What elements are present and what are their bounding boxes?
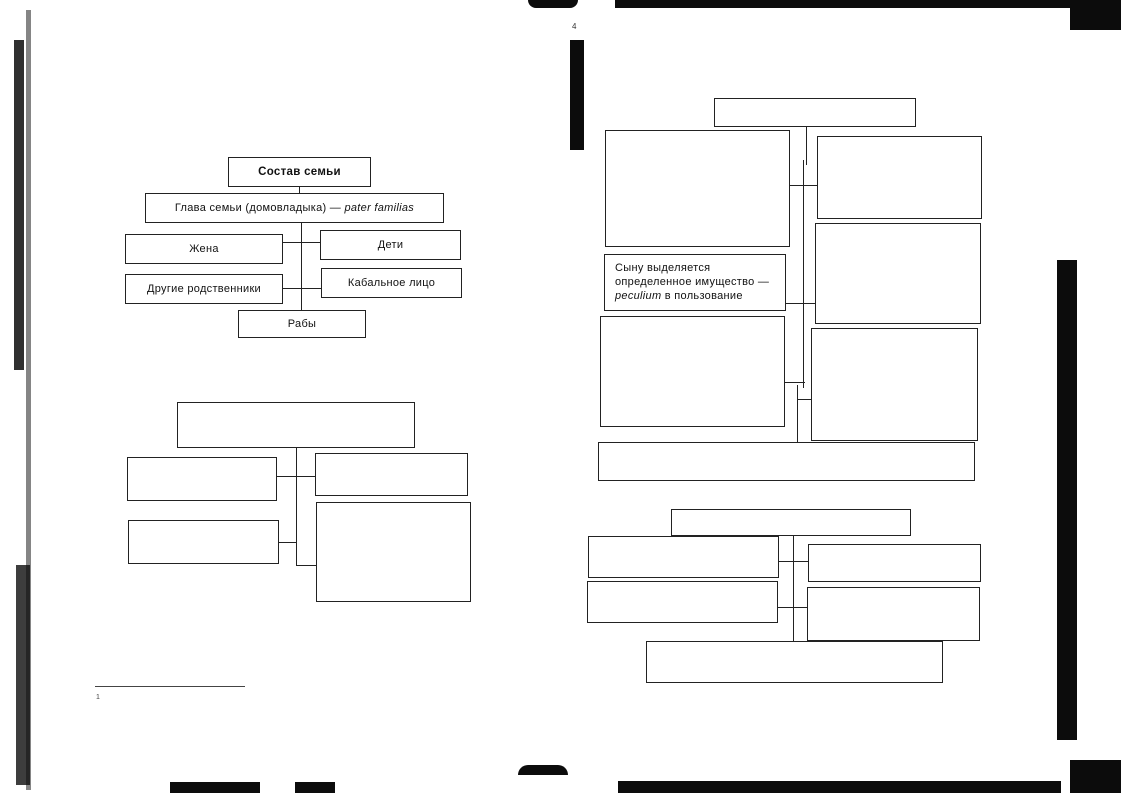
connector xyxy=(803,160,804,388)
scan-edge-left-bottom xyxy=(16,565,30,785)
head-of-family-text: Глава семьи (домовладыка) — xyxy=(174,202,345,214)
scan-edge-center-top-notch xyxy=(528,0,578,8)
bonded-person-box: Кабальное лицо xyxy=(321,268,462,298)
blank-box xyxy=(128,520,279,564)
connector xyxy=(785,382,805,383)
children-box: Дети xyxy=(320,230,461,260)
blank-box xyxy=(811,328,978,441)
connector xyxy=(282,242,320,243)
scan-edge-top-right xyxy=(615,0,1121,8)
blank-box xyxy=(817,136,982,219)
scan-edge-bottom-right xyxy=(618,781,1061,793)
peculium-line-2: определенное имущество — xyxy=(615,276,770,288)
connector xyxy=(790,185,818,186)
scan-edge-center-bottom-notch xyxy=(518,765,568,775)
head-of-family-label: Глава семьи (домовладыка) — pater famili… xyxy=(175,202,414,214)
other-relatives-box: Другие родственники xyxy=(125,274,283,304)
blank-box xyxy=(588,536,779,578)
wife-label: Жена xyxy=(189,243,219,255)
scan-edge-right-strip xyxy=(1057,260,1077,740)
blank-box xyxy=(808,544,981,582)
peculium-line-1: Сыну выделяется xyxy=(615,262,711,274)
head-of-family-box: Глава семьи (домовладыка) — pater famili… xyxy=(145,193,444,223)
slaves-label: Рабы xyxy=(287,318,317,330)
family-title-box: Состав семьи xyxy=(228,157,371,187)
peculium-box: Сыну выделяется определенное имущество —… xyxy=(604,254,786,311)
footnote-rule xyxy=(95,686,245,687)
connector xyxy=(301,222,302,312)
blank-box xyxy=(605,130,790,247)
blank-box xyxy=(587,581,778,623)
blank-box xyxy=(598,442,975,481)
connector xyxy=(786,303,816,304)
blank-box xyxy=(714,98,916,127)
scan-edge-center-top xyxy=(570,40,584,150)
connector xyxy=(793,536,794,644)
blank-box xyxy=(815,223,981,324)
bonded-person-label: Кабальное лицо xyxy=(347,277,436,289)
scan-edge-right-corner xyxy=(1070,0,1121,30)
blank-box xyxy=(807,587,980,641)
connector xyxy=(296,446,297,566)
connector xyxy=(296,565,317,566)
blank-box xyxy=(177,402,415,448)
scan-edge-bottom-left xyxy=(170,782,260,793)
pater-familias-term: pater familias xyxy=(344,202,415,214)
peculium-line-3: peculium в пользование xyxy=(615,289,769,303)
scan-edge-bottom-left-2 xyxy=(295,782,335,793)
children-label: Дети xyxy=(377,239,404,251)
connector xyxy=(806,127,807,165)
scan-edge-left-top xyxy=(14,40,24,370)
blank-box xyxy=(646,641,943,683)
connector xyxy=(299,186,300,194)
connector xyxy=(797,399,812,400)
blank-box xyxy=(127,457,277,501)
connector xyxy=(283,288,321,289)
connector xyxy=(779,561,809,562)
footnote-mark: 1 xyxy=(96,694,100,701)
peculium-text: Сыну выделяется определенное имущество —… xyxy=(615,261,769,303)
other-relatives-label: Другие родственники xyxy=(146,283,261,295)
peculium-term: peculium xyxy=(615,290,662,302)
family-title: Состав семьи xyxy=(258,166,341,178)
blank-box xyxy=(316,502,471,602)
connector xyxy=(778,607,808,608)
peculium-rest: в пользование xyxy=(661,290,743,302)
slaves-box: Рабы xyxy=(238,310,366,338)
scan-edge-bottom-right-corner xyxy=(1070,760,1121,793)
blank-box xyxy=(315,453,468,496)
connector xyxy=(277,476,316,477)
blank-box xyxy=(671,509,911,536)
page-mark: 4 xyxy=(572,22,577,31)
connector xyxy=(279,542,297,543)
wife-box: Жена xyxy=(125,234,283,264)
blank-box xyxy=(600,316,785,427)
scan-edge-left-strip xyxy=(26,10,31,790)
connector xyxy=(797,385,798,445)
